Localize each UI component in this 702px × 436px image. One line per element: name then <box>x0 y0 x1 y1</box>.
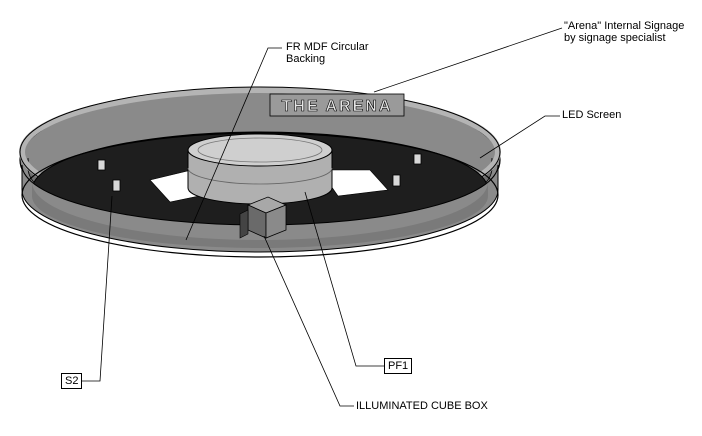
label-arena-signage-line2: by signage specialist <box>564 32 666 44</box>
label-led-screen: LED Screen <box>562 109 622 121</box>
signage-text: THE ARENA <box>282 98 393 115</box>
leader-arena-signage <box>373 27 563 93</box>
label-fr-mdf: FR MDF Circular Backing <box>286 41 369 65</box>
label-s2: S2 <box>61 373 83 389</box>
label-arena-signage-line1: "Arena" Internal Signage <box>564 20 685 32</box>
label-illuminated-cube-box: ILLUMINATED CUBE BOX <box>356 400 488 412</box>
leader-fr-mdf <box>185 47 282 241</box>
label-fr-mdf-line1: FR MDF Circular <box>286 41 369 53</box>
leader-led-screen <box>479 115 560 159</box>
spotlight-3 <box>392 174 401 187</box>
leader-pf1 <box>304 191 386 367</box>
spotlight-1 <box>97 159 106 171</box>
label-pf1: PF1 <box>384 358 413 374</box>
ring-bottom-edge <box>21 132 499 258</box>
label-fr-mdf-line2: Backing <box>286 53 326 65</box>
leader-s2 <box>82 195 113 382</box>
spotlight-4 <box>413 153 422 165</box>
cube-right <box>265 204 287 239</box>
signage-plate <box>269 93 405 117</box>
leader-cube-box <box>263 235 354 407</box>
illuminated-cube-box <box>239 196 288 239</box>
label-arena-signage: "Arena" Internal Signage by signage spec… <box>564 20 684 44</box>
cylinder-top <box>187 133 333 167</box>
leader-lines <box>82 27 563 407</box>
ring-lower-band <box>21 164 499 253</box>
cylinder-top-inner <box>197 137 323 163</box>
cube-side-piece <box>239 209 249 239</box>
central-cylinder <box>187 133 333 205</box>
cylinder-band <box>187 167 333 185</box>
arena-signage: THE ARENA <box>269 93 405 117</box>
spotlight-2 <box>112 179 121 192</box>
spotlights <box>97 153 422 192</box>
